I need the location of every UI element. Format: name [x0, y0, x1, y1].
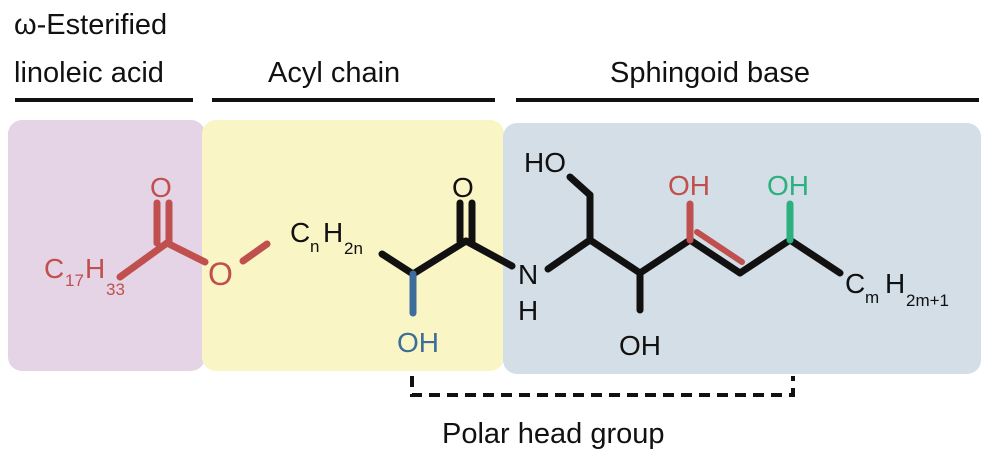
- sphingoid-base-header: Sphingoid base: [610, 57, 810, 89]
- svg-text:n: n: [310, 237, 319, 256]
- acyl-chain-region: [202, 120, 504, 371]
- lower-hydroxyl-label: OH: [619, 330, 661, 361]
- trans-double-bond: [694, 229, 745, 265]
- esterified-header-line1: ω-Esterified: [14, 9, 167, 41]
- svg-text:H: H: [323, 217, 343, 248]
- amide-hydrogen: H: [518, 295, 538, 326]
- ester-group: [116, 199, 271, 281]
- ester-carbonyl-o: O: [150, 172, 172, 203]
- amide-carbonyl-o: O: [452, 172, 474, 203]
- svg-text:2m+1: 2m+1: [906, 291, 949, 310]
- polar-head-group-label: Polar head group: [442, 418, 665, 450]
- acyl-chain-header: Acyl chain: [268, 57, 400, 89]
- svg-text:C: C: [44, 253, 64, 284]
- esterified-linoleic-region: [8, 120, 205, 371]
- sphingoid-base-region: [503, 123, 981, 374]
- svg-text:17: 17: [65, 271, 84, 290]
- svg-text:H: H: [85, 253, 105, 284]
- esterified-header-line2: linoleic acid: [14, 57, 164, 89]
- ester-alkyl-formula: C 17 H 33: [44, 253, 125, 299]
- acyl-chain-formula: C n H 2n: [290, 217, 363, 258]
- green-hydroxyl-label: OH: [767, 170, 809, 201]
- svg-text:C: C: [845, 268, 865, 299]
- ester-oxygen: O: [208, 256, 233, 292]
- svg-text:33: 33: [106, 280, 125, 299]
- amide-nitrogen: N: [518, 259, 538, 290]
- primary-hydroxyl-label: HO: [524, 147, 566, 178]
- acyl-backbone-bonds: [378, 199, 516, 278]
- svg-text:m: m: [865, 288, 879, 307]
- sphingoid-backbone-bonds: [544, 173, 844, 314]
- svg-text:H: H: [885, 268, 905, 299]
- svg-text:C: C: [290, 217, 310, 248]
- red-hydroxyl-label: OH: [668, 170, 710, 201]
- svg-text:2n: 2n: [344, 239, 363, 258]
- acyl-hydroxy-label: OH: [397, 327, 439, 358]
- sphingoid-chain-formula: C m H 2m+1: [845, 268, 949, 310]
- polar-head-bracket: [410, 376, 795, 397]
